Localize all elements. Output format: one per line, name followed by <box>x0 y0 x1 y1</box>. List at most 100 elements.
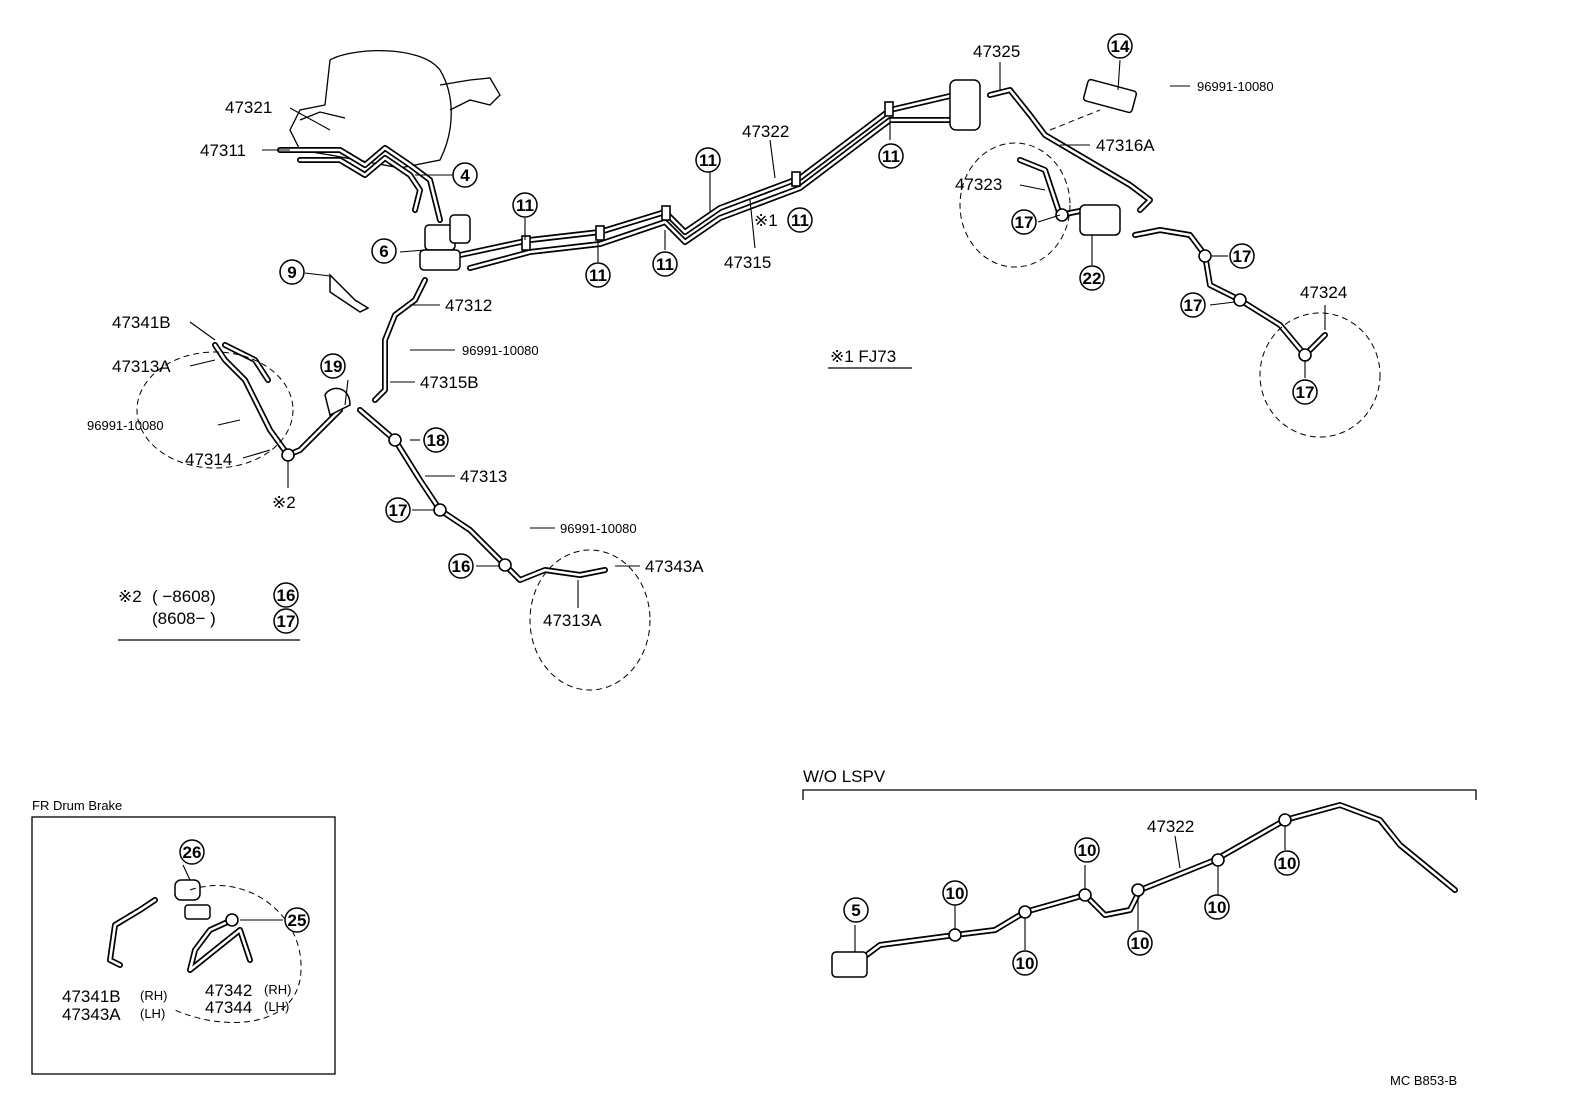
label-96991-top: 96991-10080 <box>1197 79 1274 94</box>
brake-pipes <box>212 87 1328 583</box>
star2-line1: ( −8608) <box>152 587 216 606</box>
callout-10: 10 <box>1274 850 1300 876</box>
drum-label-47343a: 47343A <box>62 1005 121 1024</box>
part-labels: 47321 47311 47322 47325 96991-10080 4731… <box>87 42 1347 836</box>
label-47314: 47314 <box>185 450 232 469</box>
callout-26: 26 <box>179 839 205 865</box>
label-47323: 47323 <box>955 175 1002 194</box>
svg-text:17: 17 <box>1015 213 1034 232</box>
svg-text:17: 17 <box>389 501 408 520</box>
notes: ※1 ※1 FJ73 ※2 ※2 ( −8608) (8608− ) 16 17 <box>118 211 912 641</box>
svg-text:11: 11 <box>699 151 717 170</box>
star2-callout-17: 17 <box>273 608 299 634</box>
callout-10: 10 <box>1204 894 1230 920</box>
callout-11: 11 <box>512 192 538 218</box>
svg-text:10: 10 <box>946 884 965 903</box>
svg-text:16: 16 <box>452 557 471 576</box>
label-47313a-bottom: 47313A <box>543 611 602 630</box>
callout-18: 18 <box>423 427 449 453</box>
label-47313: 47313 <box>460 467 507 486</box>
svg-text:5: 5 <box>851 901 860 920</box>
svg-text:19: 19 <box>324 357 343 376</box>
wheel-outlines <box>136 109 1381 691</box>
svg-text:25: 25 <box>288 911 307 930</box>
label-47321: 47321 <box>225 98 272 117</box>
callout-10: 10 <box>1127 930 1153 956</box>
callout-6: 6 <box>371 238 397 264</box>
svg-text:17: 17 <box>1184 296 1203 315</box>
callout-5: 5 <box>843 897 869 923</box>
label-47316a: 47316A <box>1096 136 1155 155</box>
callout-11: 11 <box>695 147 721 173</box>
label-96991-left2: 96991-10080 <box>462 343 539 358</box>
callout-11: 11 <box>878 143 904 169</box>
svg-text:18: 18 <box>427 431 446 450</box>
svg-text:11: 11 <box>791 211 809 230</box>
svg-text:14: 14 <box>1111 37 1130 56</box>
label-47311: 47311 <box>200 141 246 160</box>
wo-lspv-title: W/O LSPV <box>803 767 886 786</box>
callout-17: 17 <box>1229 243 1255 269</box>
drum-rh-1: (RH) <box>140 988 167 1003</box>
drum-label-47341b: 47341B <box>62 987 121 1006</box>
callout-4: 4 <box>452 162 478 188</box>
label-47322-lower: 47322 <box>1147 817 1194 836</box>
fr-drum-brake-inset: FR Drum Brake 47341B (RH) 47343A (LH) 47… <box>31 798 336 1075</box>
label-96991-mid: 96991-10080 <box>560 521 637 536</box>
callout-25: 25 <box>284 907 310 933</box>
drum-lh-2: (LH) <box>264 999 289 1014</box>
label-47315: 47315 <box>724 253 771 272</box>
callout-11: 11 <box>585 262 611 288</box>
callout-10: 10 <box>1074 837 1100 863</box>
label-96991-left1: 96991-10080 <box>87 418 164 433</box>
star2-mark: ※2 <box>272 493 296 512</box>
label-47341b: 47341B <box>112 313 171 332</box>
label-47315b: 47315B <box>420 373 479 392</box>
svg-text:17: 17 <box>277 612 296 631</box>
label-47324: 47324 <box>1300 283 1347 302</box>
label-47343a: 47343A <box>645 557 704 576</box>
star1-mark: ※1 <box>754 211 778 230</box>
callout-11: 11 <box>652 251 678 277</box>
svg-text:11: 11 <box>516 196 534 215</box>
label-47325: 47325 <box>973 42 1020 61</box>
callout-9: 9 <box>279 259 305 285</box>
svg-text:10: 10 <box>1078 841 1097 860</box>
svg-text:4: 4 <box>460 166 470 185</box>
svg-text:10: 10 <box>1208 898 1227 917</box>
svg-text:11: 11 <box>589 266 607 285</box>
star2-line2: (8608− ) <box>152 609 216 628</box>
label-47322: 47322 <box>742 122 789 141</box>
svg-text:26: 26 <box>183 843 202 862</box>
callout-10: 10 <box>1012 950 1038 976</box>
svg-text:10: 10 <box>1016 954 1035 973</box>
star2-callout-16: 16 <box>273 582 299 608</box>
callouts: 4 6 9 11 11 11 11 11 11 14 17 22 17 17 1… <box>179 33 1318 976</box>
callout-19: 19 <box>320 353 346 379</box>
svg-text:9: 9 <box>287 263 296 282</box>
drum-rh-2: (RH) <box>264 982 291 997</box>
callout-17: 17 <box>1180 292 1206 318</box>
wo-lspv-section: W/O LSPV <box>802 767 1477 800</box>
components <box>107 78 1458 1023</box>
star2-prefix: ※2 <box>118 587 142 606</box>
callout-11: 11 <box>787 207 813 233</box>
fr-drum-title: FR Drum Brake <box>32 798 122 813</box>
svg-text:10: 10 <box>1278 854 1297 873</box>
label-47313a-left: 47313A <box>112 357 171 376</box>
drawing-code: MC B853-B <box>1390 1073 1457 1088</box>
svg-text:6: 6 <box>379 242 388 261</box>
svg-text:11: 11 <box>656 255 674 274</box>
callout-17: 17 <box>385 497 411 523</box>
clamp-markers <box>225 101 1312 942</box>
svg-text:10: 10 <box>1131 934 1150 953</box>
svg-text:17: 17 <box>1296 383 1315 402</box>
leader-lines <box>182 59 1326 952</box>
callout-10: 10 <box>942 880 968 906</box>
drum-lh-1: (LH) <box>140 1006 165 1021</box>
callout-16: 16 <box>448 553 474 579</box>
callout-17: 17 <box>1292 379 1318 405</box>
drum-label-47342: 47342 <box>205 981 252 1000</box>
svg-text:16: 16 <box>277 586 296 605</box>
